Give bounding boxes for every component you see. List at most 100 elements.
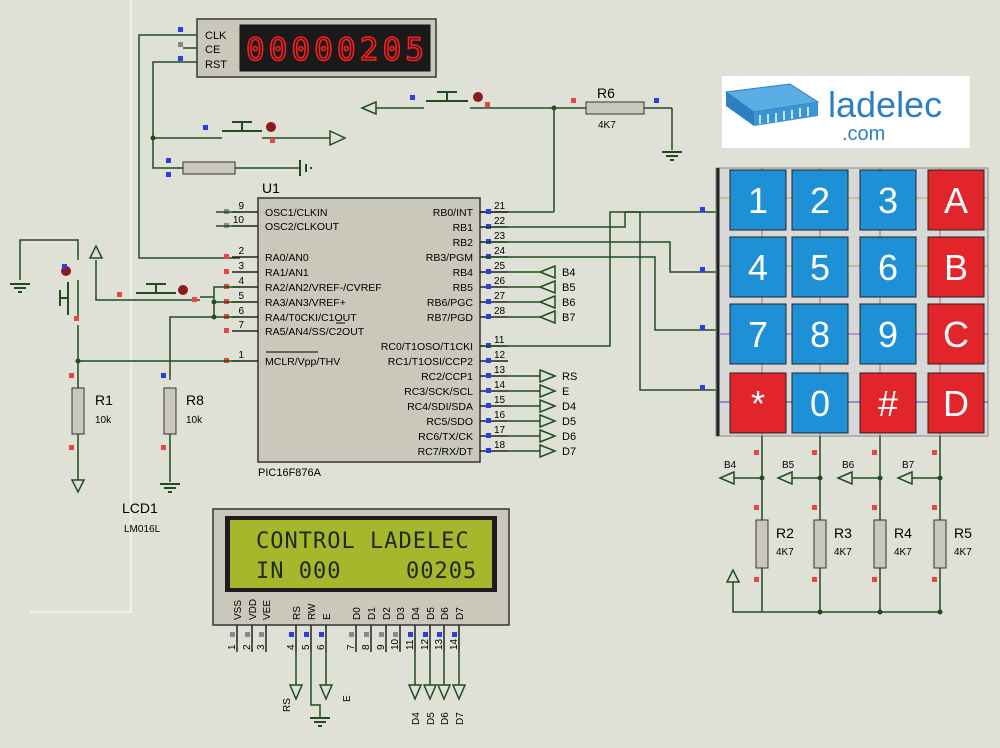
lcd-line-2-right: 00205 [406,559,477,584]
mcu-pin-number: 9 [238,201,244,212]
lcd-pin-number: 9 [376,644,387,650]
pin-marker [486,388,491,393]
mcu-pin-number: 18 [494,440,506,451]
mcu-pin-label: RB3/PGM [426,252,473,264]
keypad-key-0[interactable]: 0 [791,372,849,434]
junction-dot [75,358,81,364]
reset-pushbutton[interactable] [208,121,347,147]
keypad-key-2[interactable]: 2 [791,169,849,231]
keypad-key-a[interactable]: A [927,169,985,231]
mcu-pin-label: RA0/AN0 [265,252,309,264]
keypad-key-hash[interactable]: # [859,372,917,434]
net-terminal [537,294,556,310]
keypad-key-9[interactable]: 9 [859,303,917,365]
lcd-pin-label: RS [292,606,303,620]
counter-component[interactable]: CLK CE RST 00000205 [196,18,437,78]
net-terminal-label: B6 [562,297,575,309]
pin-marker [486,314,491,319]
keypad-key-1[interactable]: 1 [729,169,787,231]
lcd-pin-label: D3 [396,607,407,620]
lcd-pin-number: 5 [301,644,312,650]
net-terminal [451,684,467,701]
pin-marker [486,418,491,423]
net-terminal [318,684,334,701]
ra3-pushbutton[interactable] [130,283,200,301]
pin-marker [379,632,384,637]
pin-marker [62,264,67,269]
keypad-key-3[interactable]: 3 [859,169,917,231]
net-terminal-label: D6 [440,712,451,725]
net-terminal-label: D4 [411,712,422,725]
keypad-key-4[interactable]: 4 [729,236,787,298]
mcu-pin-label: RA3/AN3/VREF+ [265,297,346,309]
keypad-key-6[interactable]: 6 [859,236,917,298]
net-terminal [407,684,423,701]
pin-marker [486,433,491,438]
lcd-pin-label: D0 [352,607,363,620]
mcu-pin-number: 26 [494,276,506,287]
pulldown-bus [732,582,940,613]
mcu-pin-number: 5 [238,291,244,302]
mcu-pin-number: 27 [494,291,506,302]
mcu-pin-label: RC7/RX/DT [418,446,474,458]
lcd-component[interactable]: CONTROL LADELEC IN 000 00205 LCD1 LM016L… [122,500,510,652]
net-terminal [537,309,556,325]
keypad-key-8[interactable]: 8 [791,303,849,365]
mcu-u1[interactable]: U1 PIC16F876A 9OSC1/CLKIN10OSC2/CLKOUT2R… [224,180,508,479]
rb0-wires [360,100,673,213]
lcd-pin-number: 14 [449,638,460,650]
pin-marker [230,632,235,637]
rb0-pushbutton[interactable] [426,91,483,102]
mcu-pin-label: RB0/INT [433,207,474,219]
svg-text:R1: R1 [95,392,113,408]
mcu-pin-label: RB5 [453,282,474,294]
lcd-pin-label: VEE [262,600,273,620]
keypad-key-d[interactable]: D [927,372,985,434]
keypad-key-b[interactable]: B [927,236,985,298]
svg-text:C: C [943,314,969,355]
lcd-pin-label: D7 [455,607,466,620]
mclr-pushbutton[interactable] [59,266,79,318]
mcu-pin-label: RB4 [453,267,474,279]
mcu-pin-label: RB7/PGD [427,312,474,324]
pin-marker [245,632,250,637]
svg-text:4: 4 [748,247,768,288]
pin-marker [437,632,442,637]
counter-display [239,24,431,72]
svg-text:0: 0 [810,383,830,424]
pin-marker [485,102,490,107]
pin-marker [178,56,183,61]
svg-text:A: A [944,180,968,221]
mcu-pin-number: 13 [494,365,506,376]
lcd-line-2-left: IN 000 [256,559,341,584]
svg-text:4K7: 4K7 [776,547,794,558]
keypad-key-star[interactable]: * [729,372,787,434]
pin-marker [486,448,491,453]
pin-marker [161,373,166,378]
lcd-pin-number: 11 [405,639,416,650]
pin-marker [117,292,122,297]
keypad-key-c[interactable]: C [927,303,985,365]
pin-marker [872,577,877,582]
pin-marker [69,373,74,378]
pin-marker [872,505,877,510]
pin-marker [178,42,183,47]
keypad-key-7[interactable]: 7 [729,303,787,365]
mcu-pin-number: 2 [238,246,244,257]
mcu-pin-number: 25 [494,261,506,272]
lcd-pins: VSS1VDD2VEE3RS4RW5E6D07D18D29D310D411D51… [227,599,466,652]
pin-marker [812,577,817,582]
net-terminal-label: D7 [562,446,576,458]
pin-marker [166,172,171,177]
lcd-ref: LCD1 [122,500,158,516]
keypad-key-5[interactable]: 5 [791,236,849,298]
mcu-pin-label: MCLR/Vpp/THV [265,356,340,368]
net-terminal-label: D5 [426,712,437,725]
svg-text:D: D [943,383,969,424]
pin-marker [192,297,197,302]
pin-marker [178,27,183,32]
